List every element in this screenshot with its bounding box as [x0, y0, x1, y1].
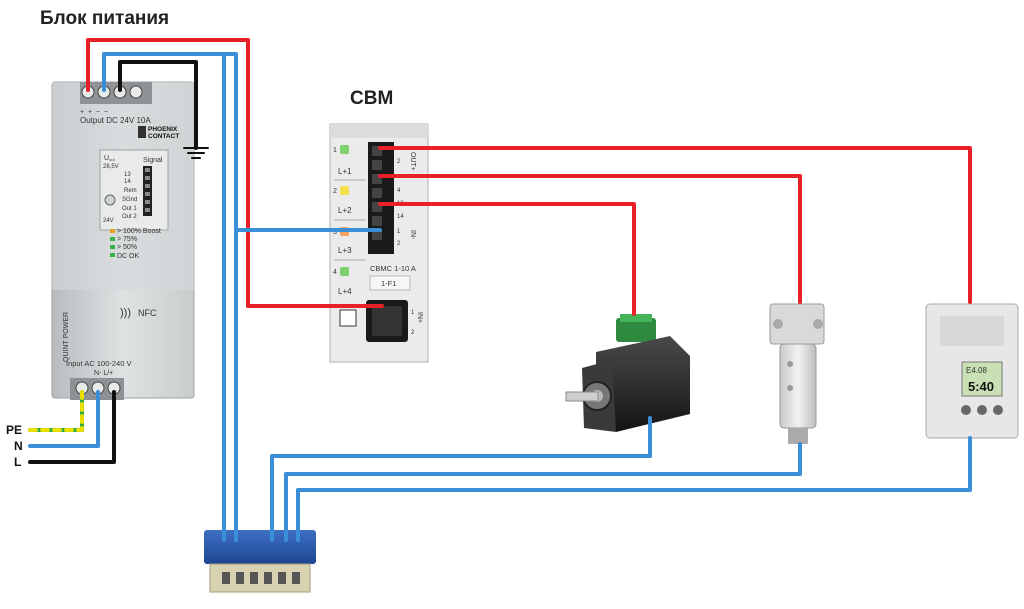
cbm-pin-14: 14	[397, 214, 404, 220]
wire-cbm-out3-motor	[378, 202, 636, 316]
cbm-title: CBM	[350, 88, 393, 109]
timer-display-time: 5:40	[968, 379, 994, 394]
psu-sgnd: SGnd	[122, 197, 137, 203]
cbm-ch4-led	[340, 267, 349, 276]
psu-signal-label: Signal	[143, 157, 163, 164]
motor-shaft	[565, 391, 599, 402]
psu-input-terms: N- L/+	[94, 370, 113, 377]
wire-psu-ground	[118, 60, 198, 150]
wire-cbm-out2-filter	[378, 174, 802, 304]
psu-input-terminals	[75, 381, 121, 395]
cbm-ch2-led	[340, 186, 349, 195]
cbm-ch4-num: 4	[333, 269, 337, 276]
wire-mains-pe-stripe	[28, 390, 84, 432]
wire-mains-l	[28, 390, 116, 464]
psu-rem: Rem	[124, 188, 137, 194]
cbm-ch1-led	[340, 145, 349, 154]
cbm-model: CBMC 1-10 A	[370, 264, 416, 273]
cbm-pin-in1: 1	[411, 310, 415, 316]
cbm-ch3-num: 3	[333, 229, 337, 236]
psu-output-label: Output DC 24V 10A	[80, 116, 151, 125]
timer-button-3[interactable]	[993, 405, 1003, 415]
psu-p75: > 75%	[117, 236, 137, 243]
psu-brand-line1: PHOENIX	[148, 126, 178, 133]
psu-brand-line2: CONTACT	[148, 133, 179, 140]
stepper-motor	[565, 314, 690, 432]
timer-display-top: E4.08	[966, 366, 987, 375]
psu-out2: Out 2	[122, 214, 137, 220]
cbm-ch2-label: L+2	[338, 206, 352, 215]
psu-nfc: NFC	[138, 308, 157, 318]
psu-signal-terminals	[143, 166, 152, 216]
cbm-in-label: IN-	[409, 230, 416, 240]
diagram-title: Блок питания	[40, 8, 169, 29]
wire-psu-plus-to-cbm	[86, 38, 384, 308]
cbm-out-label: OUT+	[409, 152, 416, 171]
cbm-pin-4: 4	[397, 188, 401, 194]
cbm-ch4-label: L+4	[338, 287, 352, 296]
mains-n-label: N	[14, 439, 23, 453]
cbm-ch1-label: L+1	[338, 167, 352, 176]
cbm-pin-in2: 2	[411, 330, 415, 336]
timer-button-2[interactable]	[977, 405, 987, 415]
cbm-slot: 1-F1	[381, 279, 396, 288]
cbm-module: 1 L+1 2 L+2 3 L+3 4 L+4 2 4 13 14 1 2	[329, 123, 429, 363]
psu-quint-label: QUINT POWER	[63, 312, 70, 362]
mains-l-label: L	[14, 455, 21, 469]
power-supply: + + − − Output DC 24V 10A PHOENIX CONTAC…	[51, 81, 195, 400]
cbm-logo	[339, 309, 357, 327]
psu-t14: 14	[124, 179, 131, 185]
cbm-ch2-num: 2	[333, 188, 337, 195]
led-boost	[110, 229, 115, 233]
psu-input-label: Input AC 100-240 V	[66, 359, 131, 368]
wire-timer-return	[296, 436, 972, 542]
psu-boost: > 100% Boost	[117, 228, 161, 235]
timer-relay: E4.08 5:40	[925, 303, 1019, 439]
nfc-icon: )))	[120, 307, 131, 319]
wire-motor-return	[270, 416, 652, 542]
psu-t13: 13	[124, 172, 131, 178]
cbm-ch1-num: 1	[333, 147, 337, 154]
wire-filter-return	[284, 442, 802, 542]
led-50	[110, 245, 115, 249]
cbm-pin-2b: 2	[397, 241, 401, 247]
led-dcok	[110, 253, 115, 257]
cbm-pin-1: 1	[397, 229, 401, 235]
phoenix-logo	[138, 126, 146, 138]
cbm-pin-2a: 2	[397, 159, 401, 165]
psu-p50: > 50%	[117, 244, 137, 251]
cbm-in-plus-label: IN+	[416, 312, 423, 323]
wire-mains-n	[28, 390, 100, 448]
timer-button-1[interactable]	[961, 405, 971, 415]
psu-uout-value: 28,5V	[103, 164, 119, 170]
mains-pe-label: PE	[6, 423, 22, 437]
psu-24v: 24V	[103, 218, 114, 224]
psu-voltage-potentiometer[interactable]	[104, 194, 116, 206]
wire-psu-minus-to-cbm	[102, 52, 382, 232]
psu-dcok: DC OK	[117, 253, 140, 260]
air-filter	[769, 303, 825, 444]
svg-text:+ + − −: + + − −	[80, 109, 108, 116]
led-75	[110, 237, 115, 241]
psu-uout-sub: out	[109, 157, 115, 162]
psu-uout-label: U	[104, 155, 109, 162]
cbm-ch3-label: L+3	[338, 246, 352, 255]
psu-out1: Out 1	[122, 206, 137, 212]
wire-cbm-out1-timer	[378, 146, 972, 304]
ground-icon	[183, 147, 209, 159]
